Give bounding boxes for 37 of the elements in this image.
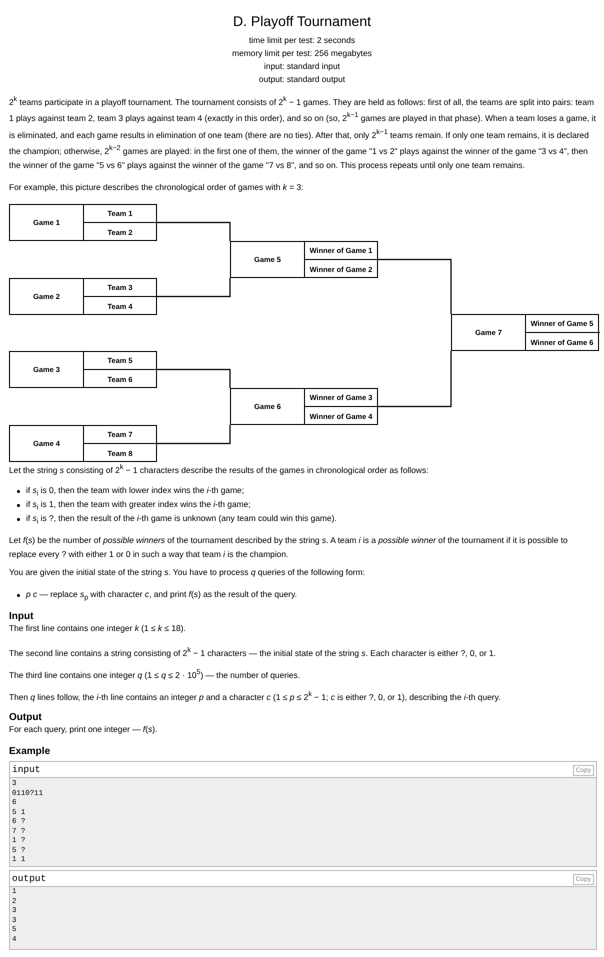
paragraph: For each query, print one integer — f(s).: [9, 723, 158, 736]
bracket-box: [230, 241, 378, 278]
bracket-line: [157, 368, 231, 388]
section-heading: Example: [9, 745, 52, 759]
bracket-box: [230, 388, 378, 425]
paragraph: Then q lines follow, the i-th line contains an integer p and a character c (1 ≤ p ≤ 2$^{k}$ − 1; c is either ?, 0, or 1), describing the i-th query.: [9, 690, 502, 704]
limit-text: time limit per test: 2 seconds: [248, 34, 356, 47]
section-heading: Output: [9, 711, 43, 725]
bracket-box: [451, 314, 599, 351]
panel-title: input: [12, 763, 41, 777]
bullet-text: if s$_{i}$ is ?, then the result of the i-th game is unknown (any team could win this game).: [26, 512, 338, 528]
bracket-line: [157, 222, 231, 241]
paragraph: For example, this picture describes the chronological order of games with k = 3:: [9, 181, 304, 194]
paragraph: Let the string s consisting of 2$^{k}$ − 1 characters describe the results of the games in chronological order as follows:: [9, 463, 430, 477]
panel-title: output: [12, 872, 46, 886]
limit-text: memory limit per test: 256 megabytes: [231, 47, 373, 60]
bullet-text: if s$_{i}$ is 0, then the team with lower index wins the i-th game;: [26, 484, 246, 500]
paragraph: The third line contains one integer q (1 ≤ q ≤ 2 · 10$^{5}$) — the number of queries.: [9, 668, 302, 682]
paragraph: Let f(s) be the number of possible winners of the tournament described by the string s. A team i is a possible winner of the tournament if it is possible to replace every ? with either 1 or 0 in such a way that team i is the champion.: [9, 534, 569, 561]
limit-text: output: standard output: [258, 73, 346, 86]
bracket-line: [378, 258, 452, 314]
paragraph: The second line contains a string consisting of 2$^{k}$ − 1 characters — the initial state of the string s. Each character is either ?, 0, or 1.: [9, 646, 497, 660]
paragraph: 2$^{k}$ teams participate in a playoff tournament. The tournament consists of 2$^{k}$ − 1 games. They are held as follows: first of all, the teams are split into pairs: team 1 plays against team 2, team 3 plays against team 4 (exactly in this order), and so on (so, 2$^{k−1}$ games are played in that phase). When a team loses a game, it is eliminated, and each game results in elimination of one team (there are no ties). After that, only 2$^{k−1}$ teams remain. If only one team remains, it is declared the champion; otherwise, 2$^{k−2}$ games are played: in the first one of them, the winner of the game "1 vs 2" plays against the winner of the game "3 vs 4", then the winner of the game "5 vs 6" plays against the winner of the game "7 vs 8", and so on. This process repeats until only one team remains.: [9, 95, 597, 172]
bracket-line: [378, 351, 452, 408]
bracket-box: [9, 425, 157, 462]
paragraph: You are given the initial state of the string s. You have to process q queries of the following form:: [9, 566, 366, 579]
bracket-line: [157, 425, 231, 444]
bracket-box: [9, 278, 157, 315]
paragraph: The first line contains one integer k (1 ≤ k ≤ 18).: [9, 622, 187, 635]
bracket-box: [9, 351, 157, 388]
page-title: D. Playoff Tournament: [232, 12, 372, 30]
section-heading: Input: [9, 610, 34, 624]
bracket-line: [157, 278, 231, 298]
bracket-box: [9, 204, 157, 241]
bullet-text: if s$_{i}$ is 1, then the team with greater index wins the i-th game;: [26, 498, 252, 514]
bullet-text: p c — replace s$_{p}$ with character c, and print f(s) as the result of the query.: [26, 588, 298, 604]
limit-text: input: standard input: [263, 60, 341, 73]
